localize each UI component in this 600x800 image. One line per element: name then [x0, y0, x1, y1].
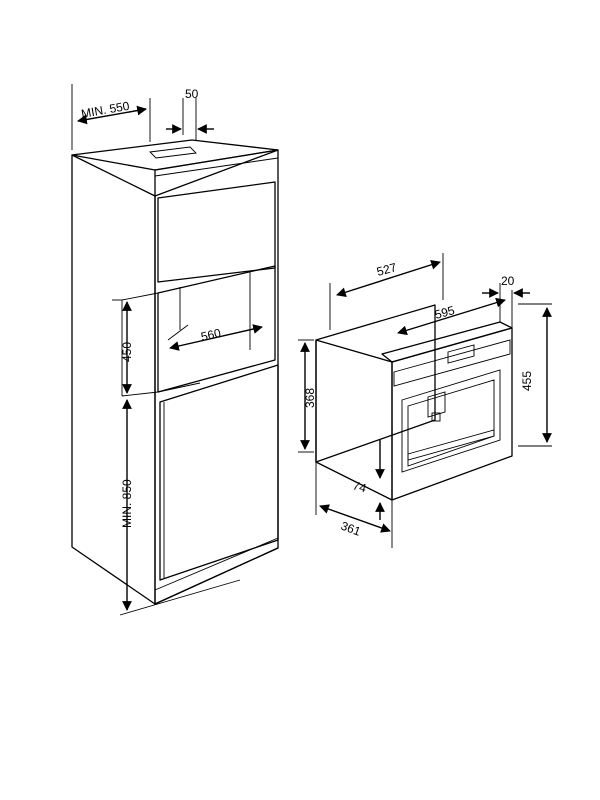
appliance-niche: [157, 265, 276, 393]
cabinet-front-face: [154, 149, 279, 605]
drip-tray: [407, 429, 495, 461]
niche-height-label: 450: [120, 342, 134, 362]
depth-label: 527: [375, 260, 398, 279]
width-label: 595: [433, 303, 456, 322]
upper-door: [157, 181, 276, 283]
min-floor-height-label: MIN. 850: [120, 479, 134, 528]
tall-cabinet: MIN. 550 50 560 450 MIN. 850: [71, 84, 279, 616]
floor-line: [119, 579, 241, 616]
cabinet-side-panel: [71, 154, 156, 605]
coffee-recess: [401, 369, 501, 473]
display-window: [447, 344, 475, 364]
body-depth-label: 361: [339, 519, 363, 539]
width-dimension: [397, 297, 506, 336]
vent-opening: [149, 146, 197, 159]
min-depth-dimension: [77, 105, 147, 125]
niche-width-label: 560: [200, 326, 223, 344]
appliance: 527 20 595 455 368 74 361: [298, 253, 552, 548]
offset-label: 74: [351, 478, 368, 495]
body-height-label: 368: [303, 388, 317, 408]
body-depth-dimension: [319, 504, 391, 533]
vent-gap-label: 50: [185, 87, 199, 101]
control-panel: [393, 339, 511, 387]
appliance-body-side: [315, 304, 436, 463]
depth-dimension: [336, 260, 441, 297]
front-thickness-label: 20: [501, 274, 515, 288]
front-height-label: 455: [520, 371, 534, 391]
niche-width-dimension: [169, 324, 263, 351]
lower-door: [159, 364, 279, 581]
coffee-spout: [427, 391, 446, 418]
min-depth-label: MIN. 550: [80, 99, 131, 121]
